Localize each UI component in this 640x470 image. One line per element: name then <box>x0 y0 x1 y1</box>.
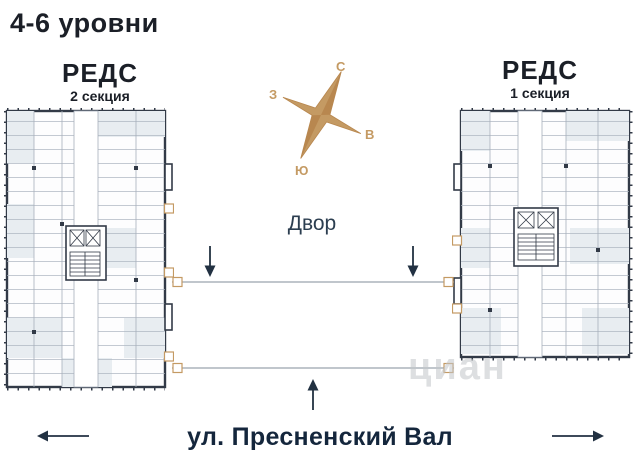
compass-letter-south: Ю <box>295 163 308 178</box>
courtyard-label: Двор <box>287 212 337 235</box>
building-right-label: РЕДС 1 секция <box>475 55 605 102</box>
page-title: 4-6 уровни <box>10 8 159 38</box>
building-right-name: РЕДС <box>502 55 578 85</box>
compass-icon: С З В Ю <box>269 59 374 178</box>
compass-letter-east: В <box>365 127 374 142</box>
building-left-name: РЕДС <box>62 58 138 88</box>
watermark: циан <box>408 346 507 388</box>
street-name: ул. Пресненский Вал <box>187 423 453 451</box>
compass-letter-north: С <box>336 59 346 74</box>
street-row: ул. Пресненский Вал <box>0 423 640 452</box>
street-arrow-up <box>307 379 319 410</box>
entrance-arrow-down-left <box>204 246 216 277</box>
building-left-section: 2 секция <box>70 88 130 105</box>
columns <box>32 166 138 334</box>
street-direction-arrow-right <box>552 430 604 442</box>
entrance-arrow-down-right <box>407 246 419 277</box>
floor-plan-section-1 <box>452 108 633 361</box>
stair-core <box>65 225 107 281</box>
stair-core <box>513 207 559 267</box>
columns <box>488 164 600 312</box>
street-direction-arrow-left <box>37 430 89 442</box>
road <box>172 276 454 374</box>
building-right-section: 1 секция <box>510 85 570 102</box>
building-left-label: РЕДС 2 секция <box>35 58 165 105</box>
compass-letter-west: З <box>269 87 277 102</box>
floor-plan-section-2 <box>4 108 174 391</box>
